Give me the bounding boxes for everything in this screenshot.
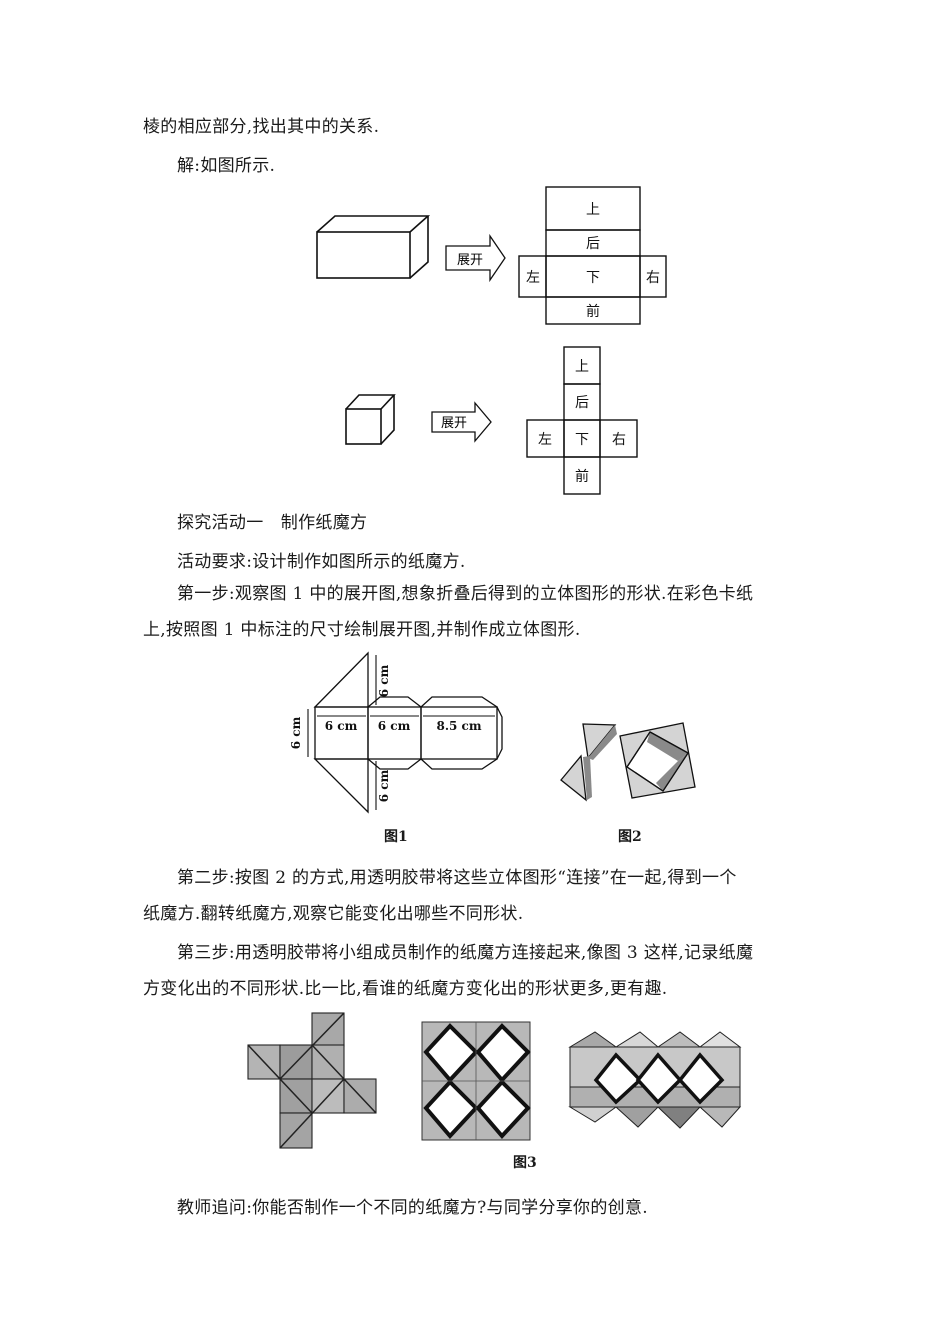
figure1-caption: 图1: [384, 829, 408, 845]
step-three-line1: 第三步:用透明胶带将小组成员制作的纸魔方连接起来,像图 3 这样,记录纸魔: [177, 943, 754, 963]
face-front: 前: [586, 303, 600, 320]
figure2-caption: 图2: [618, 829, 642, 845]
dim-w2: 6 cm: [378, 719, 411, 733]
teacher-question: 教师追问:你能否制作一个不同的纸魔方?与同学分享你的创意.: [177, 1198, 648, 1218]
paragraph-continuation: 棱的相应部分,找出其中的关系.: [143, 117, 380, 137]
face-bottom: 下: [586, 270, 600, 286]
face-left: 左: [526, 270, 540, 286]
activity-requirement: 活动要求:设计制作如图所示的纸魔方.: [177, 552, 466, 572]
cube-net: [526, 346, 638, 495]
cube-unfold-diagram: 展开 上 后 左 下 右 前: [345, 346, 638, 495]
unfold-arrow: [445, 233, 506, 283]
step-two-line1: 第二步:按图 2 的方式,用透明胶带将这些立体图形“连接”在一起,得到一个: [177, 868, 737, 888]
fig3-square-magic: [421, 1021, 531, 1141]
unfold-arrow: [431, 401, 492, 443]
solution-intro: 解:如图所示.: [177, 156, 276, 176]
figure2-connected-shapes: [560, 722, 696, 802]
dim-left-height: 6 cm: [289, 716, 303, 749]
step-three-line2: 方变化出的不同形状.比一比,看谁的纸魔方变化出的形状更多,更有趣.: [143, 979, 668, 999]
figure3-caption: 图3: [513, 1155, 537, 1171]
cuboid-net: [518, 186, 667, 325]
face-back: 后: [575, 395, 589, 411]
dimension-arrows: [307, 655, 495, 810]
cuboid-unfold-diagram: 展开 上 后 左 下 右 前: [316, 186, 667, 325]
cuboid-shape: [316, 215, 431, 279]
activity-heading: 探究活动一 制作纸魔方: [177, 513, 368, 533]
cube-shape: [345, 394, 396, 445]
face-left: 左: [538, 432, 552, 448]
fig3-strip-magic: [568, 1031, 742, 1129]
face-bottom: 下: [575, 432, 589, 448]
figure1-net: 6 cm 6 cm 8.5 cm 6 cm 6 cm 6 cm: [289, 651, 503, 814]
dim-w1: 6 cm: [325, 719, 358, 733]
arrow-label: 展开: [441, 416, 467, 431]
face-front: 前: [575, 468, 589, 485]
dim-top: 6 cm: [377, 664, 391, 697]
arrow-label: 展开: [457, 253, 483, 268]
step-two-line2: 纸魔方.翻转纸魔方,观察它能变化出哪些不同形状.: [143, 904, 524, 924]
fig3-cross-net: [247, 1012, 377, 1149]
figure3-magic-shapes: [247, 1012, 742, 1149]
face-right: 右: [612, 432, 626, 448]
face-right: 右: [646, 270, 660, 286]
face-back: 后: [586, 236, 600, 252]
step-one-line1: 第一步:观察图 1 中的展开图,想象折叠后得到的立体图形的形状.在彩色卡纸: [177, 584, 754, 604]
face-top: 上: [586, 202, 600, 218]
face-top: 上: [575, 359, 589, 375]
dim-bottom: 6 cm: [377, 769, 391, 802]
step-one-line2: 上,按照图 1 中标注的尺寸绘制展开图,并制作成立体图形.: [143, 620, 581, 640]
dim-w3: 8.5 cm: [436, 719, 481, 733]
